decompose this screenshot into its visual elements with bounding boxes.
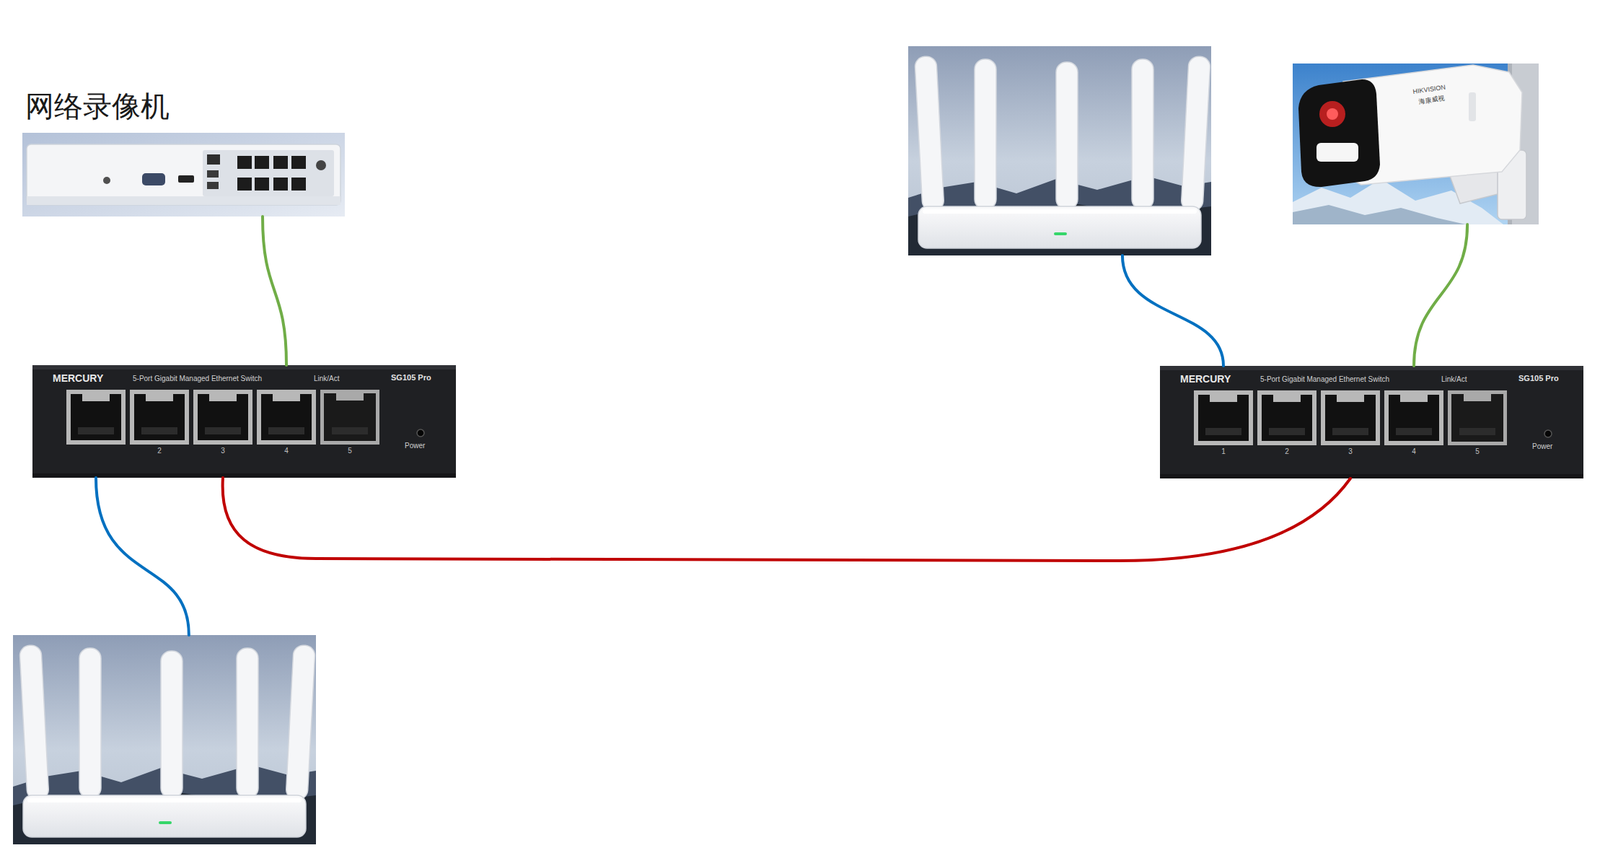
power-label: Power — [1532, 442, 1553, 451]
network-cable — [262, 216, 287, 366]
network-video-recorder: 网络录像机 — [22, 132, 345, 217]
device-title: 网络录像机 — [25, 89, 170, 123]
port-number: 3 — [214, 446, 232, 456]
network-cable — [95, 477, 189, 635]
indicator-label: Link/Act — [313, 374, 340, 384]
port-number: 5 — [1468, 447, 1487, 456]
network-switch: MERCURY 5-Port Gigabit Managed Ethernet S… — [32, 365, 456, 478]
port-number: 2 — [1278, 447, 1296, 456]
network-switch: MERCURY 5-Port Gigabit Managed Ethernet S… — [1159, 365, 1584, 479]
brand-label: HIKVISION — [1412, 83, 1447, 96]
power-label: Power — [404, 441, 425, 451]
brand-label: MERCURY — [52, 372, 104, 384]
model-description: 5-Port Gigabit Managed Ethernet Switch — [132, 374, 262, 384]
network-cable — [1413, 224, 1468, 366]
wireless-router — [908, 46, 1212, 256]
wireless-router — [12, 634, 316, 845]
model-description: 5-Port Gigabit Managed Ethernet Switch — [1260, 375, 1390, 384]
port-number: 4 — [277, 446, 296, 456]
ip-camera: HIKVISION海康威视 — [1292, 63, 1539, 225]
model-number: SG105 Pro — [1518, 373, 1559, 384]
port-number: 5 — [341, 446, 359, 456]
model-number: SG105 Pro — [390, 372, 432, 383]
indicator-label: Link/Act — [1441, 375, 1468, 384]
port-number: 4 — [1405, 447, 1423, 456]
port-number: 2 — [150, 446, 169, 456]
port-number: 1 — [1214, 447, 1233, 456]
network-cable — [1122, 255, 1224, 366]
network-cable — [222, 477, 1351, 561]
brand-label: MERCURY — [1180, 372, 1231, 385]
port-number: 3 — [1341, 447, 1360, 456]
brand-label: 海康威视 — [1418, 94, 1445, 106]
